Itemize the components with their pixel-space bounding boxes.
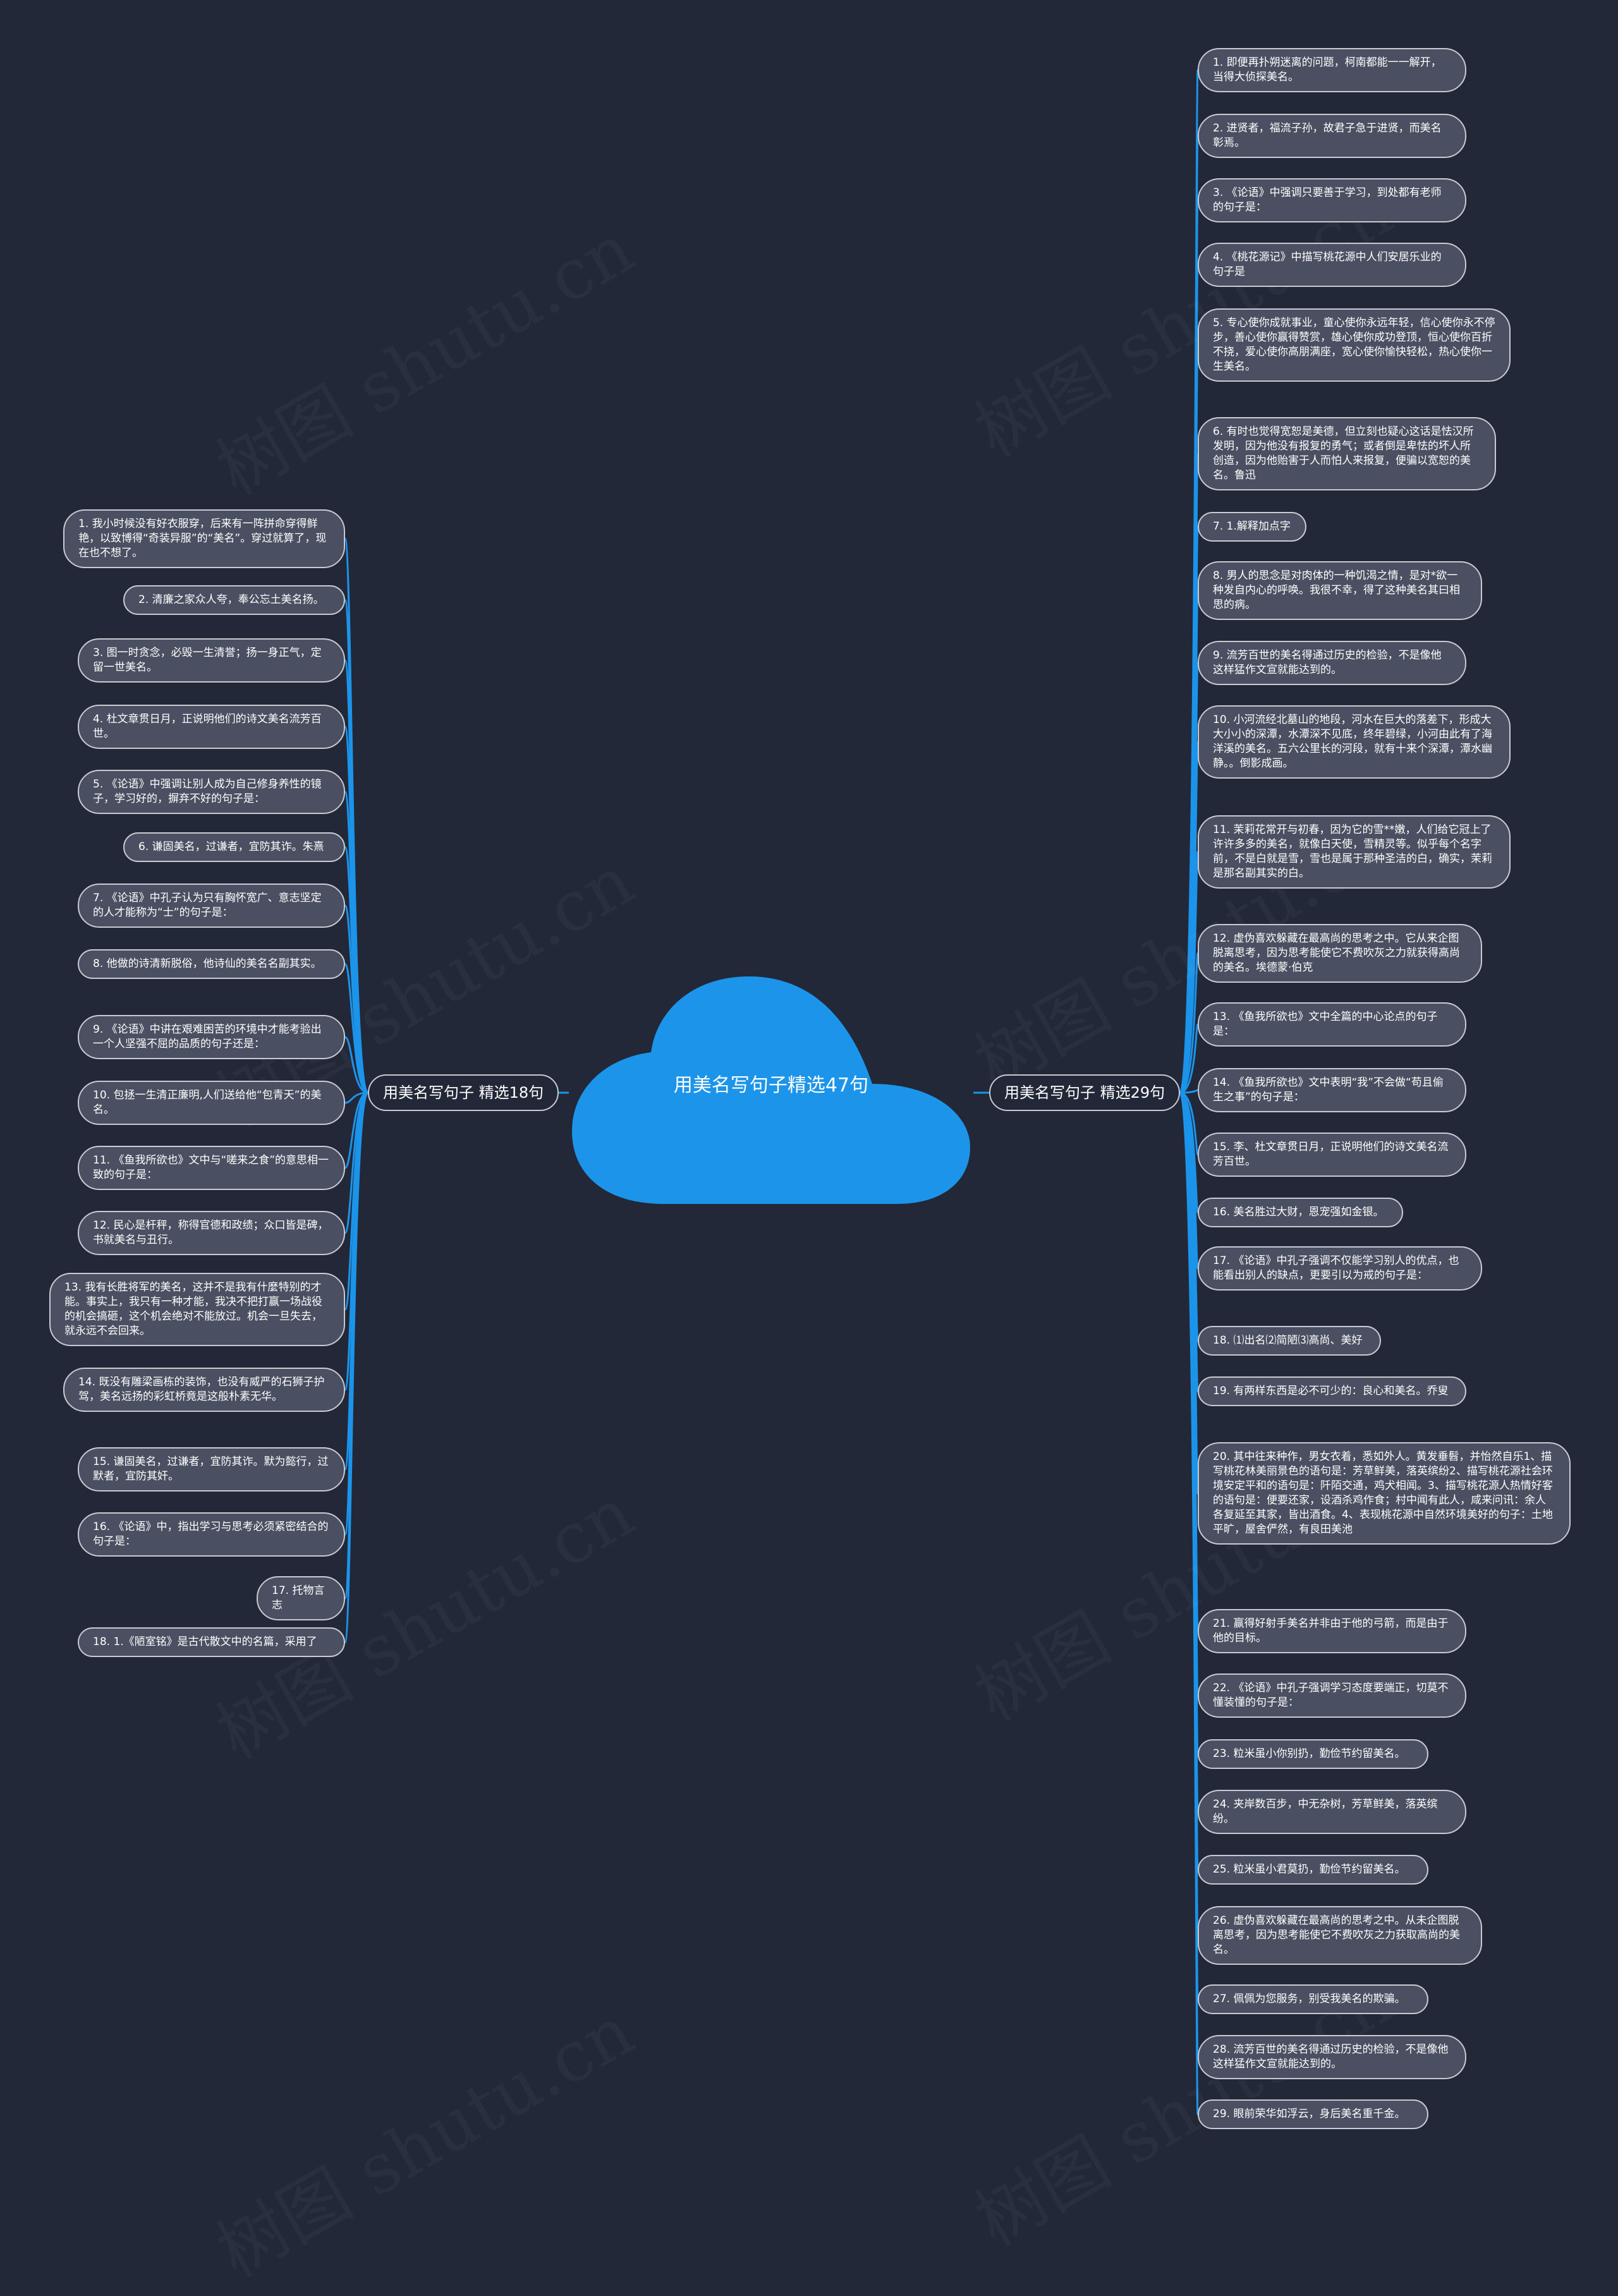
left-leaf-link — [344, 1091, 368, 1234]
left-leaf-node[interactable]: 1. 我小时候没有好衣服穿，后来有一阵拼命穿得鲜艳，以致博得“奇装异服”的“美名… — [63, 509, 345, 568]
cloud-shape — [572, 976, 970, 1204]
left-leaf-node[interactable]: 11. 《鱼我所欲也》文中与“嗟来之食”的意思相一致的句子是： — [78, 1146, 345, 1190]
right-leaf-link — [1179, 1091, 1199, 1156]
root-node[interactable]: 用美名写句子精选47句 — [569, 973, 973, 1207]
left-leaf-node[interactable]: 6. 谦固美名，过谦者，宜防其诈。朱熹 — [123, 832, 345, 862]
right-leaf-node[interactable]: 22. 《论语》中孔子强调学习态度要端正，切莫不懂装懂的句子是： — [1198, 1673, 1466, 1718]
right-leaf-node[interactable]: 19. 有两样东西是必不可少的：良心和美名。乔叟 — [1198, 1376, 1466, 1406]
branch-right-node[interactable]: 用美名写句子 精选29句 — [989, 1074, 1181, 1111]
right-leaf-link — [1179, 1091, 1199, 2115]
left-leaf-node[interactable]: 2. 清廉之家众人夸，奉公忘土美名扬。 — [123, 585, 345, 615]
right-leaf-node[interactable]: 15. 李、杜文章贯日月，正说明他们的诗文美名流芳百世。 — [1198, 1133, 1466, 1177]
left-leaf-node[interactable]: 7. 《论语》中孔子认为只有胸怀宽广、意志坚定的人才能称为“士”的句子是： — [78, 884, 345, 928]
right-leaf-node[interactable]: 24. 夹岸数百步，中无杂树，芳草鲜美，落英缤纷。 — [1198, 1790, 1466, 1834]
right-leaf-node[interactable]: 10. 小河流经北墓山的地段，河水在巨大的落差下，形成大大小小的深潭，水潭深不见… — [1198, 705, 1511, 779]
right-leaf-node[interactable]: 17. 《论语》中孔子强调不仅能学习别人的优点，也能看出别人的缺点，更要引以为戒… — [1198, 1246, 1482, 1291]
right-leaf-node[interactable]: 20. 其中往来种作，男女衣着，悉如外人。黄发垂髫，并怡然自乐1、描写桃花林美丽… — [1198, 1442, 1571, 1545]
right-leaf-node[interactable]: 13. 《鱼我所欲也》文中全篇的中心论点的句子是： — [1198, 1002, 1466, 1047]
left-leaf-node[interactable]: 10. 包拯一生清正廉明,人们送给他“包青天”的美名。 — [78, 1081, 345, 1125]
left-leaf-link — [344, 1036, 368, 1094]
left-leaf-link — [344, 963, 368, 1094]
right-leaf-node[interactable]: 7. 1.解释加点字 — [1198, 512, 1306, 542]
right-leaf-node[interactable]: 14. 《鱼我所欲也》文中表明“我”不会做“苟且偷生之事”的句子是： — [1198, 1068, 1466, 1112]
connector-lines — [344, 69, 1199, 2115]
right-leaf-link — [1179, 1023, 1199, 1094]
left-leaf-node[interactable]: 16. 《论语》中，指出学习与思考必须紧密结合的句子是： — [78, 1512, 345, 1557]
left-leaf-node[interactable]: 4. 杜文章贯日月，正说明他们的诗文美名流芳百世。 — [78, 705, 345, 749]
right-leaf-node[interactable]: 29. 眼前荣华如浮云，身后美名重千金。 — [1198, 2099, 1428, 2129]
left-leaf-node[interactable]: 13. 我有长胜将军的美名，这并不是我有什麼特别的才能。事实上，我只有一种才能，… — [49, 1273, 345, 1346]
right-leaf-node[interactable]: 21. 赢得好射手美名并非由于他的弓箭，而是由于他的目标。 — [1198, 1609, 1466, 1653]
left-leaf-node[interactable]: 9. 《论语》中讲在艰难困苦的环境中才能考验出一个人坚强不屈的品质的句子还是： — [78, 1015, 345, 1059]
right-leaf-link — [1179, 1089, 1198, 1094]
right-leaf-node[interactable]: 8. 男人的思念是对肉体的一种饥渴之情，是对*欲一种发自内心的呼唤。我很不幸，得… — [1198, 561, 1482, 620]
right-leaf-node[interactable]: 5. 专心使你成就事业，童心使你永远年轻，信心使你永不停步，善心使你赢得赞赏，雄… — [1198, 308, 1511, 382]
right-leaf-link — [1179, 952, 1199, 1094]
left-leaf-link — [344, 1091, 369, 1643]
right-leaf-node[interactable]: 16. 美名胜过大财，恩宠强如金银。 — [1198, 1198, 1403, 1227]
root-label: 用美名写句子精选47句 — [673, 1074, 869, 1096]
right-leaf-node[interactable]: 11. 茉莉花常开与初春，因为它的雪**嫩，人们给它冠上了许许多多的美名，就像白… — [1198, 815, 1511, 889]
left-leaf-node[interactable]: 18. 1.《陋室铭》是古代散文中的名篇，采用了 — [78, 1627, 345, 1657]
right-leaf-node[interactable]: 4. 《桃花源记》中描写桃花源中人们安居乐业的句子是 — [1198, 243, 1466, 287]
right-leaf-node[interactable]: 1. 即便再扑朔迷离的问题，柯南都能一一解开，当得大侦探美名。 — [1198, 48, 1466, 92]
right-leaf-node[interactable]: 6. 有时也觉得宽恕是美德，但立刻也疑心这话是怯汉所发明，因为他没有报复的勇气；… — [1198, 417, 1496, 490]
left-leaf-node[interactable]: 5. 《论语》中强调让别人成为自己修身养性的镜子，学习好的，摒弃不好的句子是： — [78, 770, 345, 814]
right-leaf-node[interactable]: 2. 进贤者，福流子孙，故君子急于进贤，而美名彰焉。 — [1198, 114, 1466, 158]
branch-left-node[interactable]: 用美名写句子 精选18句 — [368, 1074, 559, 1111]
right-leaf-node[interactable]: 23. 粒米虽小你别扔，勤俭节约留美名。 — [1198, 1739, 1428, 1769]
left-leaf-node[interactable]: 12. 民心是杆秤，称得官德和政绩；众口皆是碑，书就美名与丑行。 — [78, 1211, 345, 1255]
right-leaf-node[interactable]: 25. 粒米虽小君莫扔，勤俭节约留美名。 — [1198, 1855, 1428, 1885]
branch-left-label: 用美名写句子 精选18句 — [383, 1084, 544, 1102]
right-leaf-link — [1179, 741, 1199, 1094]
left-leaf-link — [344, 904, 368, 1094]
left-leaf-node[interactable]: 15. 谦固美名，过谦者，宜防其诈。默为懿行，过默者，宜防其奸。 — [78, 1447, 345, 1491]
right-leaf-node[interactable]: 27. 佩佩为您服务，别受我美名的欺骗。 — [1198, 1984, 1428, 2014]
right-leaf-link — [1179, 851, 1199, 1094]
left-leaf-node[interactable]: 17. 托物言志 — [257, 1576, 345, 1620]
right-leaf-node[interactable]: 9. 流芳百世的美名得通过历史的检验，不是像他这样猛作文宣就能达到的。 — [1198, 641, 1466, 685]
right-leaf-node[interactable]: 28. 流芳百世的美名得通过历史的检验，不是像他这样猛作文宣就能达到的。 — [1198, 2035, 1466, 2079]
left-leaf-link — [344, 1091, 368, 1169]
right-leaf-node[interactable]: 12. 虚伪喜欢躲藏在最高尚的思考之中。它从来企图脱离思考，因为思考能使它不费吹… — [1198, 924, 1482, 983]
right-leaf-node[interactable]: 26. 虚伪喜欢躲藏在最高尚的思考之中。从未企图脱离思考，因为思考能使它不费吹灰… — [1198, 1906, 1482, 1965]
right-leaf-node[interactable]: 3. 《论语》中强调只要善于学习，到处都有老师的句子是： — [1198, 178, 1466, 222]
mindmap-canvas: 树图 shutu.cn树图 shutu.cn树图 shutu.cn树图 shut… — [49, 48, 1571, 2129]
right-leaf-node[interactable]: 18. ⑴出名⑵简陋⑶高尚、美好 — [1198, 1326, 1381, 1356]
left-leaf-node[interactable]: 14. 既没有雕梁画栋的装饰，也没有威严的石狮子护驾，美名远扬的彩虹桥竟是这般朴… — [63, 1368, 345, 1412]
branch-right-label: 用美名写句子 精选29句 — [1004, 1084, 1165, 1102]
left-leaf-node[interactable]: 3. 图一时贪念，必毁一生清誉；扬一身正气，定留一世美名。 — [78, 638, 345, 683]
left-leaf-node[interactable]: 8. 他做的诗清新脱俗，他诗仙的美名名副其实。 — [78, 949, 345, 979]
